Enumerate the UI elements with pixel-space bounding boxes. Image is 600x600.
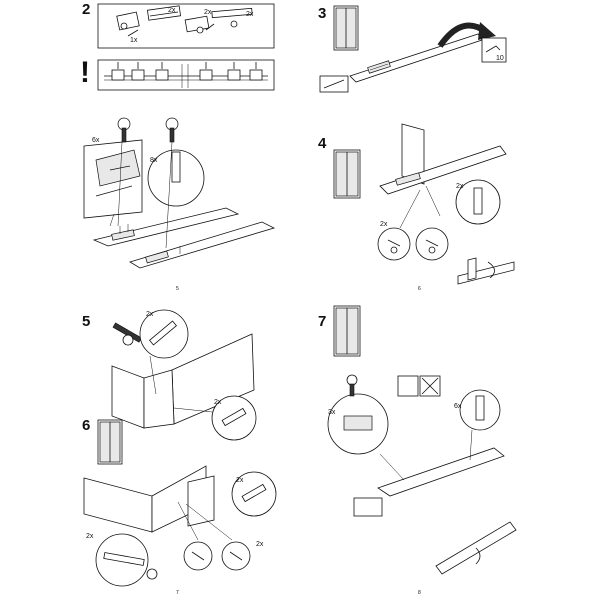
step-4-qty-b: 2x xyxy=(380,221,388,228)
step-4-wardrobe-thumbnail xyxy=(333,149,361,199)
step-6-qty-c: 2x xyxy=(256,541,264,548)
step-5-qty-b: 2x xyxy=(214,399,222,406)
step-3-rail xyxy=(367,60,391,74)
page-number-6: 6 xyxy=(418,286,421,292)
step-7-wardrobe-thumbnail xyxy=(333,305,361,357)
step-7: 7 3x 6x 8 xyxy=(318,305,517,596)
step-7-qty-a: 3x xyxy=(328,409,336,416)
step-4: 4 2x 2x 6 xyxy=(318,123,515,292)
step-5-left-panel xyxy=(111,365,145,429)
step-4-number: 4 xyxy=(318,135,327,152)
step-6: 6 2x 2x 2x 7 xyxy=(82,417,277,596)
step-2-frame xyxy=(97,3,275,49)
step-7-qty-b: 6x xyxy=(454,403,462,410)
step-2: 2 2x 2x 2x 1x ! xyxy=(80,1,275,91)
page-number-8: 8 xyxy=(418,590,421,596)
step-3-detail-line xyxy=(323,79,345,89)
step-2-number: 2 xyxy=(82,1,90,18)
hammer-icon xyxy=(112,322,142,346)
hand-arrow-icon xyxy=(481,37,507,63)
step-6-back-panel xyxy=(83,477,153,533)
step-3-arrow-head xyxy=(478,22,496,40)
step-4-bottom-panel xyxy=(379,145,507,195)
step-4-side-panel xyxy=(401,123,425,185)
step-7-zoom-box xyxy=(353,497,383,517)
page-number-5: 5 xyxy=(176,286,179,292)
warning-frame xyxy=(97,59,275,91)
no-drill-icon xyxy=(397,375,441,397)
step-2-qty-c: 2x xyxy=(246,11,254,18)
step-2-qty-a: 2x xyxy=(168,7,176,14)
step-5: 5 2x 2x xyxy=(82,309,257,441)
step-3-panel xyxy=(349,33,483,83)
screwdriver-icon xyxy=(117,117,179,143)
step-4-screw-circle-1 xyxy=(377,227,411,261)
step-3-page-ref: 10 xyxy=(496,55,504,62)
panel-page-5: 6x 8x 5 xyxy=(83,117,276,292)
step-5-number: 5 xyxy=(82,313,90,330)
step-2-qty-d: 1x xyxy=(130,37,138,44)
step-7-number: 7 xyxy=(318,313,326,330)
step-2-qty-b: 2x xyxy=(204,9,212,16)
qty-dowel: 6x xyxy=(92,137,100,144)
step-4-qty-a: 2x xyxy=(456,183,464,190)
board-hardware xyxy=(109,213,181,264)
qty-cam: 8x xyxy=(150,157,158,164)
step-3-number: 3 xyxy=(318,5,326,22)
step-3: 3 10 xyxy=(318,5,507,93)
step-7-board-1 xyxy=(377,447,505,497)
step-4-screw-circle-2 xyxy=(415,227,449,261)
warning-icon: ! xyxy=(80,56,90,89)
step-6-qty-b: 2x xyxy=(86,533,94,540)
warning-hardware-row xyxy=(104,62,268,88)
step-5-qty-a: 2x xyxy=(146,311,154,318)
step-4-corner-detail xyxy=(457,257,515,285)
step-6-insert-panel xyxy=(187,475,215,527)
page-number-7: 7 xyxy=(176,590,179,596)
step-6-number: 6 xyxy=(82,417,90,434)
step-2-hardware-drawing xyxy=(116,5,253,37)
step-3-wardrobe-thumbnail xyxy=(333,5,359,51)
step-5-bottom xyxy=(143,369,175,429)
step-6-qty-a: 2x xyxy=(236,477,244,484)
step-6-wardrobe-thumbnail xyxy=(97,419,123,465)
